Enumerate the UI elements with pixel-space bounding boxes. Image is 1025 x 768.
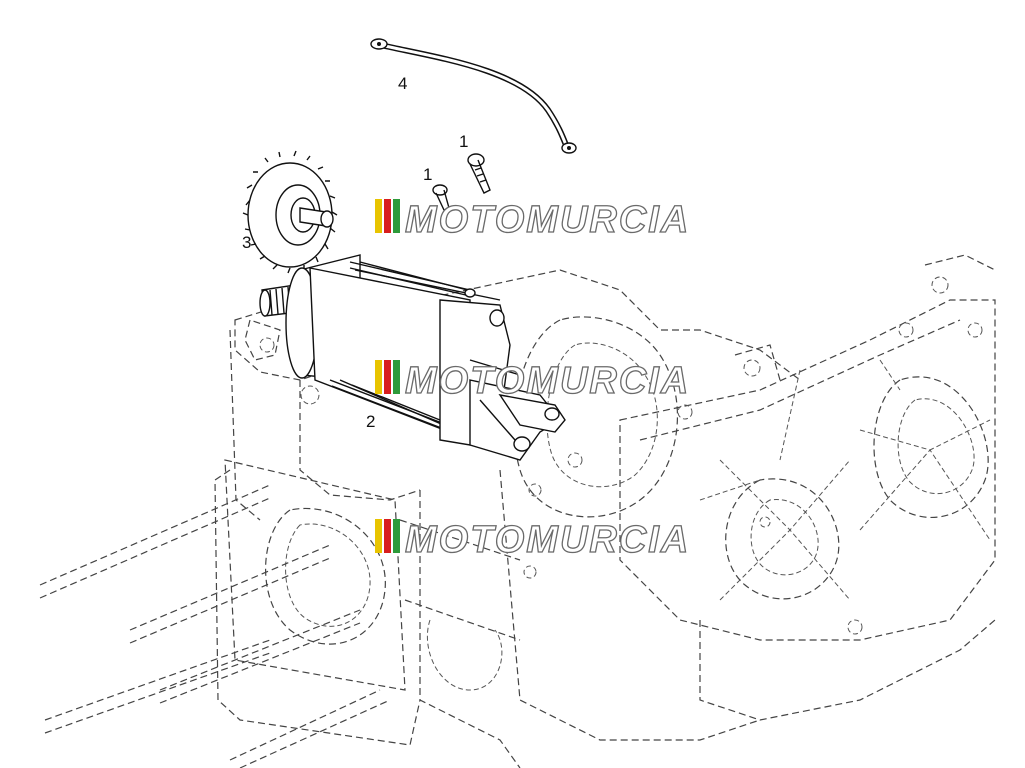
- callout-cable: 4: [398, 74, 407, 93]
- reduction-gear: [242, 150, 338, 274]
- callout-labels: 4 1 1 3 2: [242, 74, 468, 431]
- watermark-stripe-yellow: [375, 519, 382, 553]
- starter-motor: [259, 254, 566, 461]
- watermark-text: MOTOMURCIA: [405, 519, 690, 561]
- watermark-stripe-green: [393, 360, 400, 394]
- bolt-right: [467, 153, 491, 194]
- bolt-left: [432, 184, 450, 211]
- watermark-top: MOTOMURCIA: [375, 198, 690, 242]
- crankcase-outline: [39, 254, 996, 768]
- watermark-middle: MOTOMURCIA: [375, 359, 690, 403]
- watermark-text: MOTOMURCIA: [405, 199, 690, 241]
- callout-starter-motor: 2: [366, 412, 375, 431]
- callout-gear: 3: [242, 233, 251, 252]
- watermark-stripe-yellow: [375, 199, 382, 233]
- watermark-stripe-red: [384, 360, 391, 394]
- callout-bolt-left: 1: [423, 165, 432, 184]
- callout-bolt-right: 1: [459, 132, 468, 151]
- watermark-stripe-green: [393, 199, 400, 233]
- watermark-stripe-green: [393, 519, 400, 553]
- watermark-text: MOTOMURCIA: [405, 360, 690, 402]
- watermark-stripe-yellow: [375, 360, 382, 394]
- watermark-stripe-red: [384, 519, 391, 553]
- watermark-stripe-red: [384, 199, 391, 233]
- ground-cable: [370, 38, 577, 154]
- watermark-bottom: MOTOMURCIA: [375, 518, 690, 562]
